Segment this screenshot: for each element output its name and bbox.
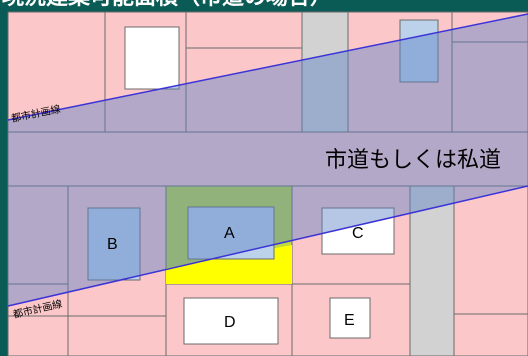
plan-line-lower bbox=[7, 185, 528, 307]
building-a bbox=[187, 206, 275, 260]
side-road-upper bbox=[301, 11, 349, 133]
building-d-label: D bbox=[224, 314, 236, 331]
building-c-label: C bbox=[352, 225, 364, 242]
road-widening-band bbox=[8, 14, 528, 306]
building-a-label: A bbox=[224, 225, 235, 242]
upper-building-1 bbox=[124, 26, 180, 90]
plan-line-upper bbox=[7, 13, 528, 121]
diagram-title: 現況建築可能面積（市道の場合） bbox=[2, 0, 332, 9]
building-e-label: E bbox=[344, 312, 355, 329]
building-d bbox=[183, 297, 279, 345]
building-b bbox=[87, 207, 141, 281]
building-b-label: B bbox=[107, 236, 118, 253]
road-label: 市道もしくは私道 bbox=[325, 147, 501, 172]
upper-building-2 bbox=[399, 19, 439, 83]
building-e bbox=[329, 297, 371, 339]
